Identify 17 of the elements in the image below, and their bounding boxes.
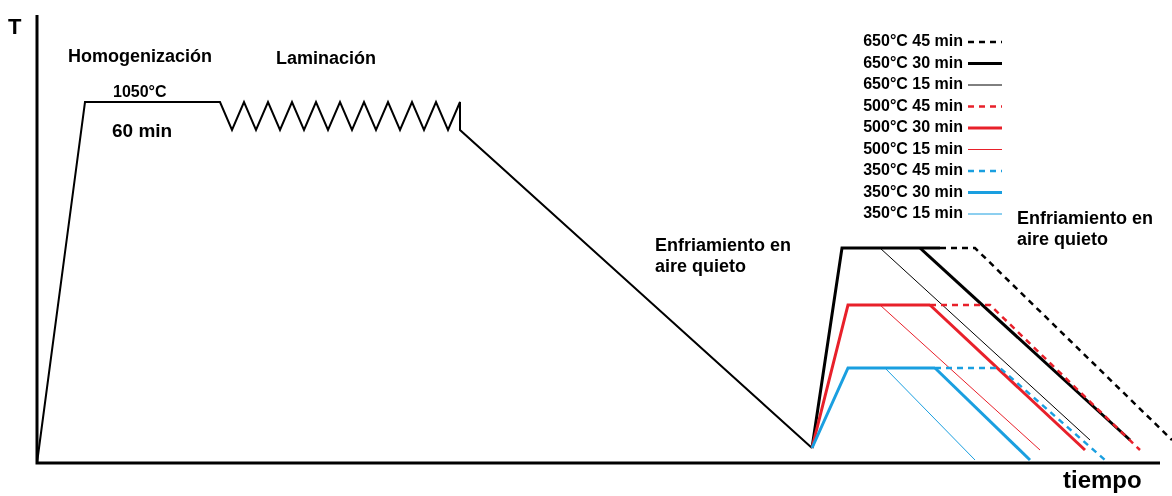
stage-label: Enfriamiento en aire quieto — [655, 235, 793, 277]
legend-label: 350°C 15 min — [863, 204, 963, 223]
legend-label: 650°C 30 min — [863, 53, 963, 72]
legend-label: 500°C 30 min — [863, 118, 963, 137]
legend-label: 500°C 45 min — [863, 96, 963, 115]
axis-title: tiempo — [1063, 466, 1142, 494]
legend-label: 650°C 15 min — [863, 75, 963, 94]
axis-title: T — [8, 14, 22, 40]
legend-label: 350°C 45 min — [863, 161, 963, 180]
stage-label: Enfriamiento en aire quieto — [1017, 208, 1155, 250]
stage-label: Laminación — [276, 48, 377, 69]
duration-label: 60 min — [112, 120, 173, 142]
stage-label: Homogenización — [68, 46, 212, 67]
legend-label: 350°C 30 min — [863, 182, 963, 201]
temperature-label: 1050°C — [113, 83, 167, 102]
legend-label: 500°C 15 min — [863, 139, 963, 158]
legend-label: 650°C 45 min — [863, 32, 963, 51]
